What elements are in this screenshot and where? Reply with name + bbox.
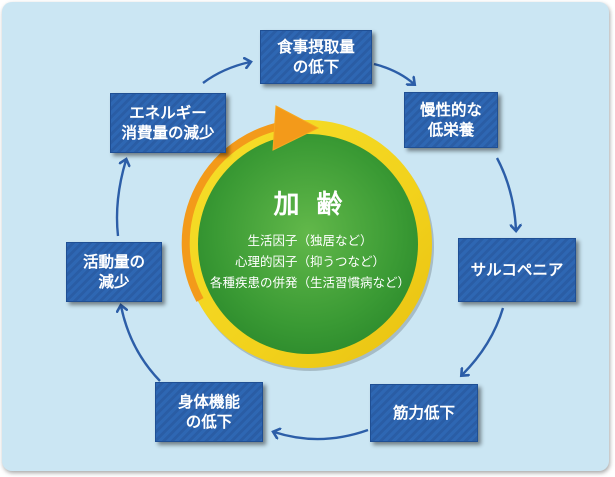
arrow-nutrition-to-sarcopenia bbox=[495, 157, 516, 230]
node-label: 慢性的な 低栄養 bbox=[419, 101, 482, 139]
factor-line-psychological: 心理的因子（抑うつなど） bbox=[234, 254, 385, 269]
arrow-activity-to-energy bbox=[115, 160, 126, 237]
factor-line-disease: 各種疾患の併発（生活習慣病など） bbox=[209, 275, 410, 290]
node-activity-decrease: 活動量の 減少 bbox=[66, 242, 162, 302]
node-label: 食事摂取量 の低下 bbox=[277, 38, 355, 76]
node-label: 身体機能 の低下 bbox=[177, 393, 240, 431]
arrow-function-to-activity bbox=[121, 306, 161, 382]
node-label: 筋力低下 bbox=[392, 404, 455, 422]
arrow-food-to-nutrition bbox=[373, 62, 414, 84]
node-muscle-weakness: 筋力低下 bbox=[370, 384, 478, 442]
arrow-muscle-to-function bbox=[274, 430, 369, 441]
node-label: サルコペニア bbox=[470, 261, 564, 279]
node-physical-function-decline: 身体機能 の低下 bbox=[155, 382, 263, 442]
center-circle bbox=[198, 134, 418, 354]
arrow-sarcopenia-to-muscle bbox=[462, 307, 505, 375]
node-energy-expenditure-decrease: エネルギー 消費量の減少 bbox=[110, 93, 226, 153]
node-label: 活動量の 減少 bbox=[82, 253, 145, 291]
node-chronic-undernutrition: 慢性的な 低栄養 bbox=[404, 92, 498, 148]
center-factors: 生活因子（独居など） 心理的因子（抑うつなど） 各種疾患の併発（生活習慣病など） bbox=[200, 230, 420, 293]
factor-line-social: 生活因子（独居など） bbox=[247, 233, 373, 248]
node-label: エネルギー 消費量の減少 bbox=[121, 104, 215, 142]
center-ring-arrowhead bbox=[272, 105, 320, 151]
node-food-intake-decrease: 食事摂取量 の低下 bbox=[260, 30, 372, 84]
arrow-energy-to-food bbox=[202, 62, 250, 84]
center-ring-orange-arc bbox=[181, 120, 293, 302]
center-title: 加 齢 bbox=[273, 190, 347, 220]
node-sarcopenia: サルコペニア bbox=[458, 238, 576, 302]
